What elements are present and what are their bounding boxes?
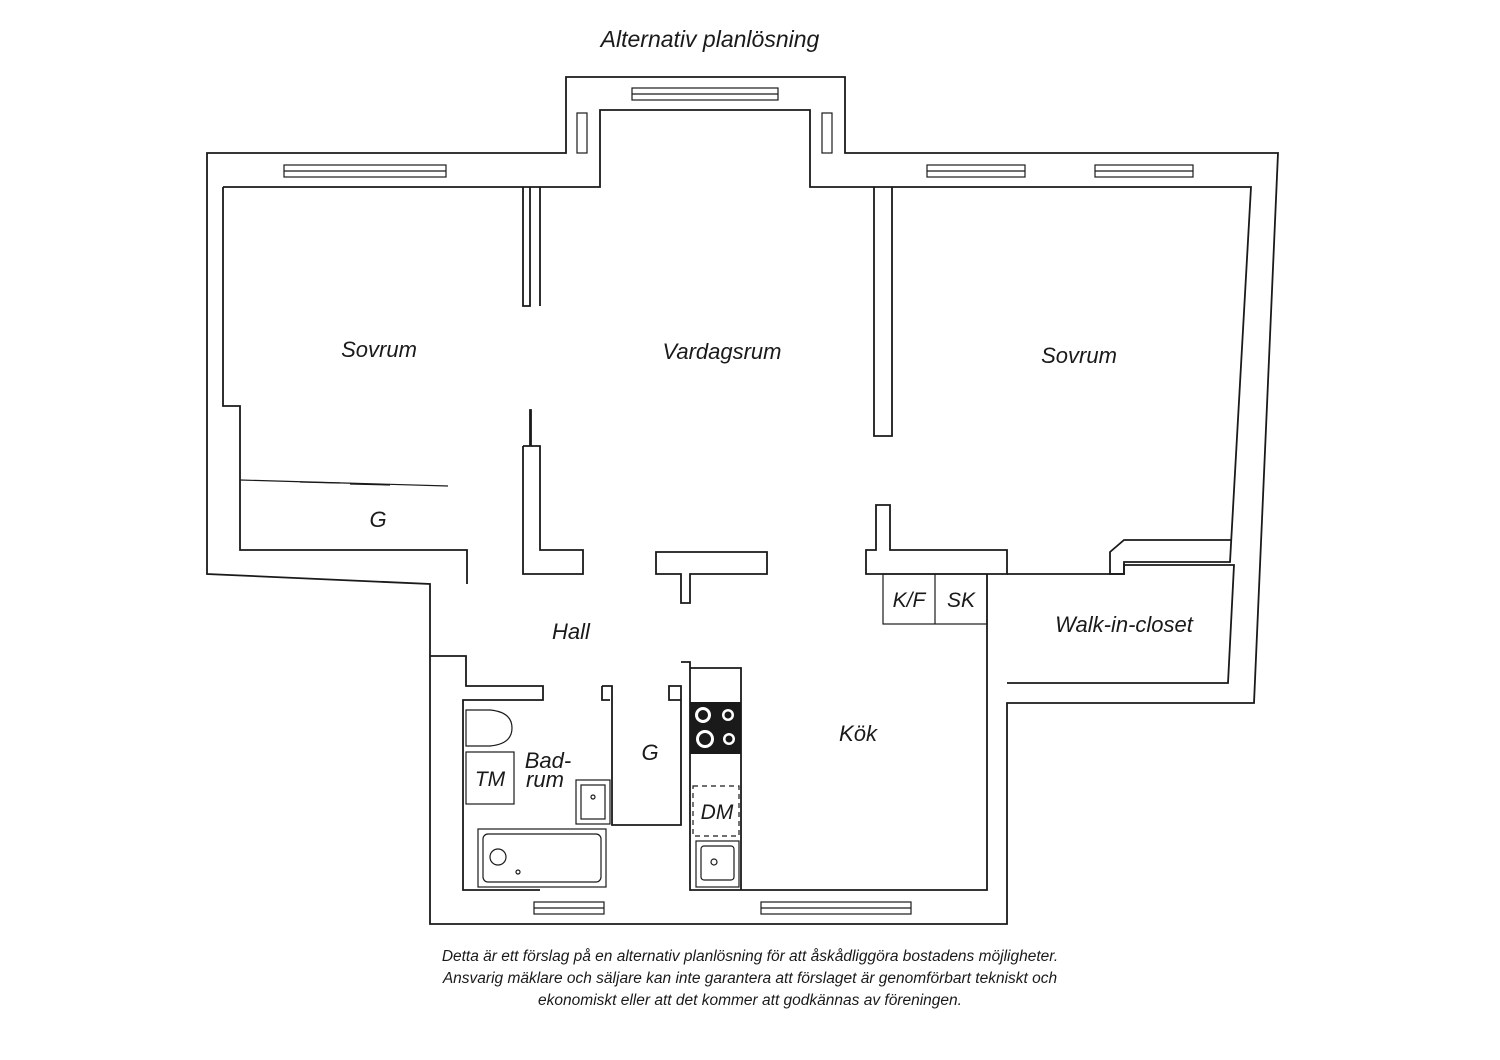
room-label-sovrum-left: Sovrum xyxy=(341,337,417,362)
plan-title: Alternativ planlösning xyxy=(600,26,820,52)
disclaimer-line-1: Detta är ett förslag på en alternativ pl… xyxy=(441,948,1059,965)
room-label-garderob-left: G xyxy=(369,507,386,532)
sink-icon xyxy=(575,779,611,825)
room-label-kf: K/F xyxy=(893,589,927,612)
room-label-walk-in-closet: Walk-in-closet xyxy=(1055,612,1194,637)
wardrobe-sliding-doors xyxy=(239,479,449,487)
room-label-kok: Kök xyxy=(839,721,878,746)
room-label-tm: TM xyxy=(475,768,506,791)
room-label-dm: DM xyxy=(701,801,734,824)
stove-icon xyxy=(690,702,741,754)
room-label-garderob-hall: G xyxy=(641,740,658,765)
toilet-icon xyxy=(465,709,513,747)
kitchen-fixtures xyxy=(690,702,741,888)
bathroom-fixtures xyxy=(465,709,611,888)
bathtub-icon xyxy=(477,828,607,888)
room-label-badrum-line1: Bad- xyxy=(525,748,571,773)
room-label-badrum-line2: rum xyxy=(526,767,564,792)
kf-sk-closets xyxy=(882,573,988,625)
outer-walls xyxy=(206,76,1279,925)
windows xyxy=(283,87,1194,915)
washing-machine-icon xyxy=(465,751,515,805)
disclaimer: Detta är ett förslag på en alternativ pl… xyxy=(300,946,1200,1012)
dishwasher-outline xyxy=(692,785,740,837)
kitchen-sink-icon xyxy=(695,840,740,888)
room-label-vardagsrum: Vardagsrum xyxy=(662,339,781,364)
disclaimer-line-2: Ansvarig mäklare och säljare kan inte ga… xyxy=(442,970,1058,987)
disclaimer-line-3: ekonomiskt eller att det kommer att godk… xyxy=(538,992,962,1009)
room-label-sk: SK xyxy=(947,589,976,612)
room-label-hall: Hall xyxy=(552,619,591,644)
room-label-sovrum-right: Sovrum xyxy=(1041,343,1117,368)
